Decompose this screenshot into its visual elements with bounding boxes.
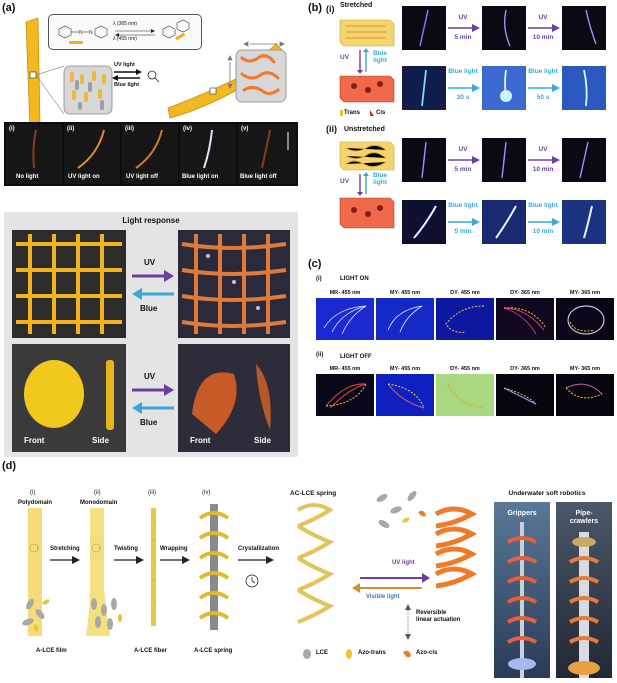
panel-c-label: (c) — [308, 258, 321, 270]
b-r3-img2 — [482, 138, 526, 182]
c-r2-tile2 — [376, 374, 434, 416]
b-r2-img1 — [402, 66, 446, 110]
c-r1-tile3 — [436, 298, 494, 340]
b-r3-img1 — [402, 138, 446, 182]
disc-before: Front Side — [12, 344, 126, 452]
strip-frames: (i) No light (ii) UV light on (iii) UV l… — [4, 122, 298, 186]
svg-text:N: N — [89, 30, 93, 36]
c-r2-tile1 — [316, 374, 374, 416]
light-response-box: Light response UV Blue Front Side — [4, 212, 298, 457]
frame-2: (ii) UV light on — [64, 124, 120, 184]
b-r1-img3 — [562, 6, 606, 50]
film-diagram-right — [160, 38, 300, 128]
lce-molecule-clusters — [20, 594, 260, 634]
disc-after: Front Side — [178, 344, 290, 452]
c-r2-tile5 — [556, 374, 614, 416]
c-r1-tile4 — [496, 298, 554, 340]
b-r4-img3 — [562, 200, 606, 244]
timer-icon — [244, 572, 260, 588]
b-r2-img2 — [482, 66, 526, 110]
grippers-photo: Grippers — [494, 502, 550, 678]
lattice-after — [178, 230, 290, 338]
uv-blue-arrows-2 — [132, 380, 174, 416]
contracted-spring — [430, 504, 478, 604]
uv-blue-reversible-arrows — [112, 69, 142, 81]
b-r4-img2 — [482, 200, 526, 244]
frame-1: (i) No light — [6, 124, 62, 184]
azo-molecules — [372, 488, 432, 536]
uv-blue-arrows-1 — [132, 266, 174, 302]
frame-3: (iii) UV light off — [122, 124, 178, 184]
c-r1-tile1 — [316, 298, 374, 340]
panel-d-label: (d) — [2, 460, 16, 472]
frame-4: (iv) Blue light on — [180, 124, 236, 184]
b-r3-img3 — [562, 138, 606, 182]
c-r1-tile5 — [556, 298, 614, 340]
svg-text:N: N — [79, 30, 83, 36]
unstretched-diagram — [336, 136, 398, 246]
c-r2-tile4 — [496, 374, 554, 416]
actuation-arrow — [402, 604, 414, 640]
c-r1-tile2 — [376, 298, 434, 340]
b-r4-img1 — [402, 200, 446, 244]
b-r2-img3 — [562, 66, 606, 110]
lattice-before — [12, 230, 126, 338]
b-r1-img1 — [402, 6, 446, 50]
pipe-crawlers-photo: Pipe- crawlers — [556, 502, 612, 678]
c-r2-tile3 — [436, 374, 494, 416]
azo-cis-legend-icon — [400, 648, 414, 660]
panel-b-label: (b) — [308, 2, 322, 14]
b-r1-img2 — [482, 6, 526, 50]
frame-5: (v) Blue light off — [238, 124, 296, 184]
azo-trans-legend-icon — [342, 648, 356, 660]
bulb-icon — [145, 68, 161, 84]
ac-lce-spring — [292, 500, 336, 634]
panel-a-label: (a) — [2, 2, 15, 14]
lce-legend-icon — [300, 648, 314, 660]
